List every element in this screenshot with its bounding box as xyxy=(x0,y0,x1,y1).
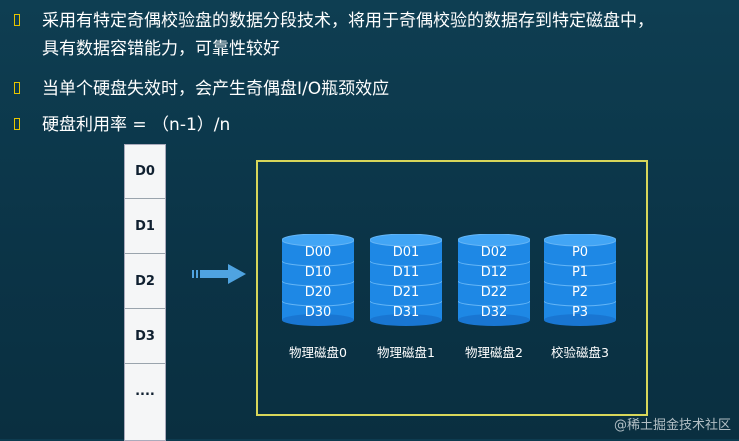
bullet-marker xyxy=(14,14,20,26)
disk-1: D01 D11 D21 D31 xyxy=(370,234,442,326)
block-label: P3 xyxy=(572,305,588,320)
block-label: D02 xyxy=(481,245,508,260)
block-label: P0 xyxy=(572,245,588,260)
disk-label: 校验磁盘3 xyxy=(551,345,609,360)
bullet-2-text: 当单个硬盘失效时，会产生奇偶盘I/O瓶颈效应 xyxy=(42,79,390,99)
disk-array-frame xyxy=(256,160,648,416)
disk-label: 物理磁盘1 xyxy=(377,345,435,360)
block-label: D12 xyxy=(481,265,508,280)
block-label: D21 xyxy=(393,285,420,300)
parity-disk-3: P0 P1 P2 P3 xyxy=(544,234,616,326)
block-label: D30 xyxy=(305,305,332,320)
block-label: D22 xyxy=(481,285,508,300)
right-arrow-icon xyxy=(192,264,246,284)
block-label: D31 xyxy=(393,305,420,320)
block-label: P1 xyxy=(572,265,588,280)
block-label: D10 xyxy=(305,265,332,280)
bullet-1-line-2: 具有数据容错能力，可靠性较好 xyxy=(42,39,280,59)
disk-0: D00 D10 D20 D30 xyxy=(282,234,354,326)
block-label: P2 xyxy=(572,285,588,300)
disk-label: 物理磁盘2 xyxy=(465,345,523,360)
block-label: D11 xyxy=(393,265,420,280)
strip-cell: D0 xyxy=(125,145,165,199)
block-label: D01 xyxy=(393,245,420,260)
bullet-1-line-1: 采用有特定奇偶校验盘的数据分段技术，将用于奇偶校验的数据存到特定磁盘中， xyxy=(42,11,654,31)
block-label: D32 xyxy=(481,305,508,320)
watermark: @稀土掘金技术社区 xyxy=(613,418,731,433)
bullet-3-text: 硬盘利用率 = （n-1）/n xyxy=(42,115,231,135)
disk-2: D02 D12 D22 D32 xyxy=(458,234,530,326)
bullet-marker xyxy=(14,118,20,130)
strip-cell: D1 xyxy=(125,200,165,254)
strip-cell: D2 xyxy=(125,255,165,309)
block-label: D20 xyxy=(305,285,332,300)
strip-cell: .... xyxy=(135,384,155,399)
disk-label: 物理磁盘0 xyxy=(289,345,347,360)
block-label: D00 xyxy=(305,245,332,260)
strip-cell: D3 xyxy=(125,310,165,364)
data-strip: D0 D1 D2 D3 .... xyxy=(124,144,166,441)
bullet-marker xyxy=(14,82,20,94)
